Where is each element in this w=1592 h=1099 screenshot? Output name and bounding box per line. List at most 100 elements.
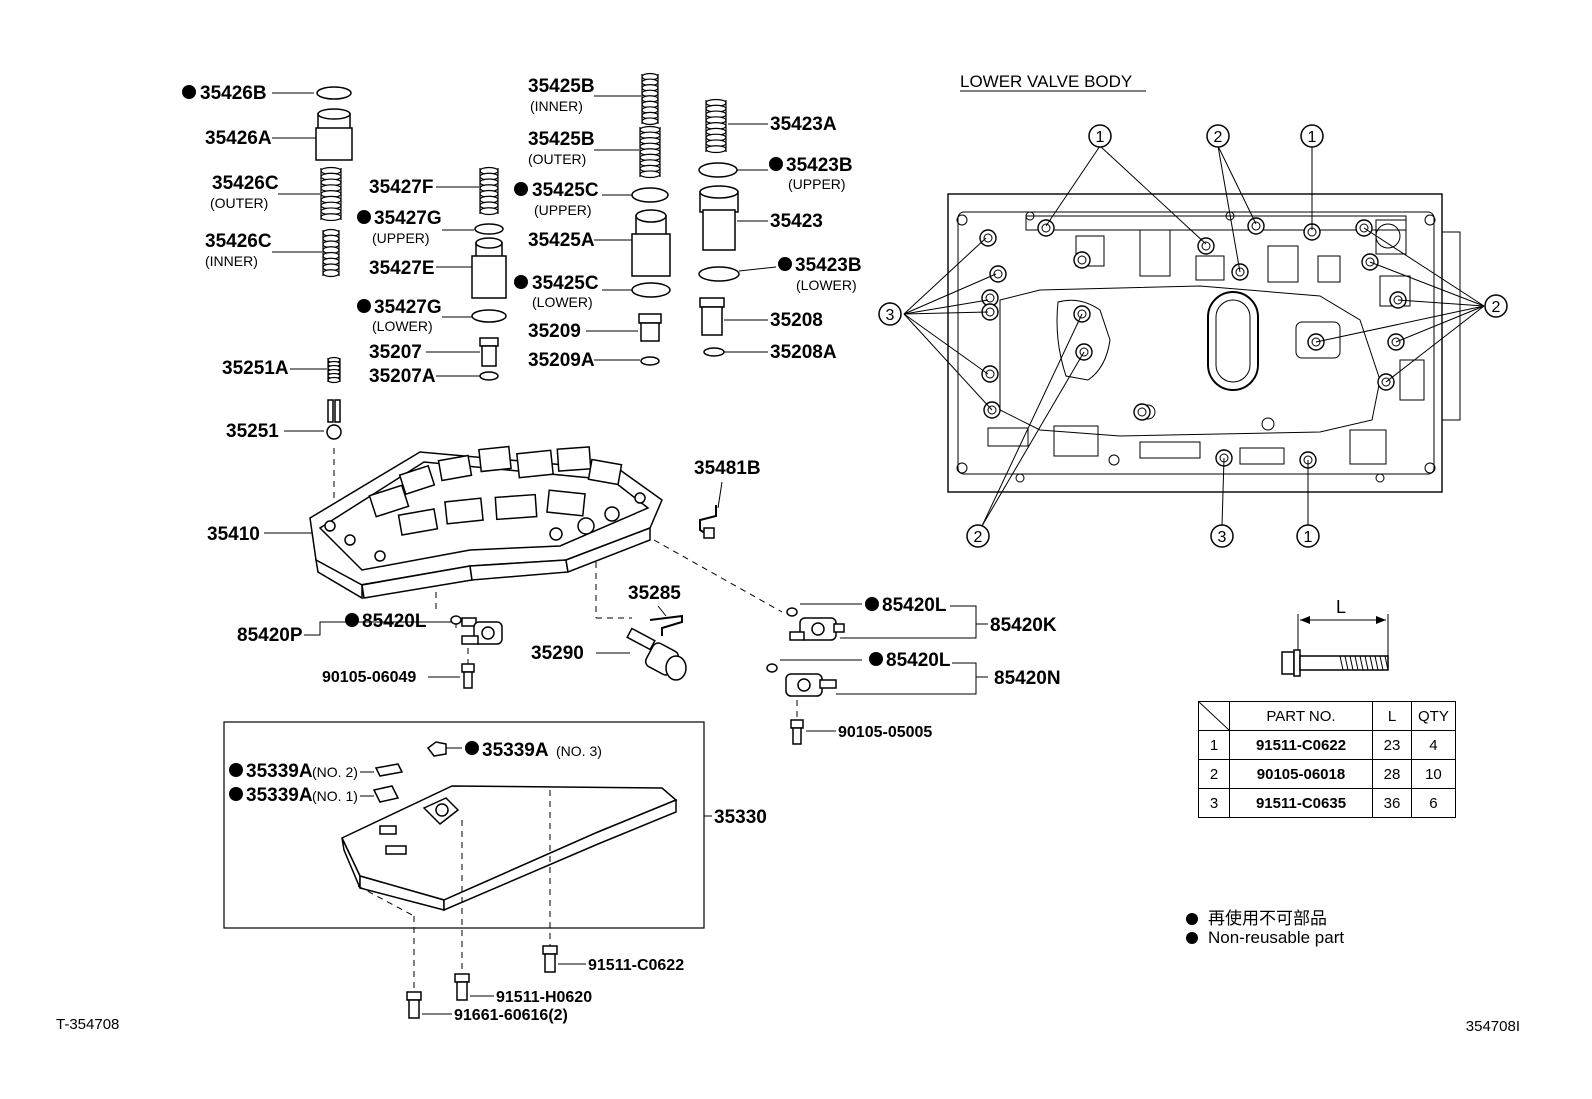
label-35423[interactable]: 35423 [770, 211, 823, 232]
solenoid-35290[interactable] [626, 627, 687, 681]
label-35330[interactable]: 35330 [714, 807, 767, 828]
o-ring-85420L-a[interactable] [450, 615, 462, 625]
solenoid-85420N[interactable] [785, 673, 837, 697]
lvb-bolt[interactable] [989, 265, 1007, 283]
spring-35426C-inner[interactable] [322, 228, 340, 278]
lvb-bolt[interactable] [979, 229, 997, 247]
sleeve-35425A[interactable] [631, 209, 671, 277]
spring-35425B-inner[interactable] [641, 72, 659, 126]
plug-35209[interactable] [638, 313, 662, 342]
label-91661-60616[interactable]: 91661-60616(2) [454, 1007, 568, 1024]
o-ring-35207A[interactable] [479, 371, 499, 381]
label-35209[interactable]: 35209 [528, 321, 581, 342]
o-ring-35208A[interactable] [703, 347, 725, 357]
clip-35285[interactable] [649, 614, 683, 636]
spring-35423A[interactable] [705, 98, 727, 154]
oil-strainer-35330[interactable] [341, 785, 678, 912]
label-85420P[interactable]: 85420P [237, 625, 303, 646]
callout-1-bottom[interactable]: 1 [1296, 524, 1320, 548]
label-35290[interactable]: 35290 [531, 643, 584, 664]
bolt-91511-C0622[interactable] [542, 945, 558, 973]
o-ring-35425C-lower[interactable] [631, 282, 671, 298]
o-ring-85420L-c[interactable] [766, 663, 778, 673]
label-35427F[interactable]: 35427F [369, 177, 433, 198]
bolt-90105-06049[interactable] [461, 663, 475, 689]
label-85420L-c[interactable]: 85420L [886, 650, 951, 671]
table-row[interactable]: 3 91511-C0635 36 6 [1198, 788, 1456, 818]
pin-35251[interactable] [326, 399, 342, 440]
bolt-91661-60616[interactable] [406, 991, 422, 1019]
spring-35427F[interactable] [479, 166, 499, 216]
label-35426B[interactable]: 35426B [200, 83, 267, 104]
solenoid-85420P[interactable] [461, 617, 503, 645]
label-35208[interactable]: 35208 [770, 310, 823, 331]
o-ring-35427G-lower[interactable] [471, 309, 507, 323]
bracket-35481B[interactable] [699, 505, 717, 539]
label-35427G-upper[interactable]: 35427G [374, 208, 442, 229]
label-35423B-upper[interactable]: 35423B [786, 155, 853, 176]
table-row[interactable]: 1 91511-C0622 23 4 [1198, 730, 1456, 760]
label-35427G-lower[interactable]: 35427G [374, 297, 442, 318]
callout-2-top[interactable]: 2 [1206, 124, 1230, 148]
label-35339A-no1[interactable]: 35339A [246, 785, 313, 806]
lvb-bolt[interactable] [1247, 217, 1265, 235]
o-ring-35423B-lower[interactable] [698, 266, 740, 282]
label-35423B-lower[interactable]: 35423B [795, 255, 862, 276]
label-35427E[interactable]: 35427E [369, 258, 435, 279]
sleeve-35423[interactable] [699, 185, 739, 251]
plug-35207[interactable] [479, 337, 499, 367]
label-85420K[interactable]: 85420K [990, 615, 1057, 636]
label-35339A-no3[interactable]: 35339A [482, 740, 549, 761]
o-ring-85420L-b[interactable] [786, 607, 798, 617]
lvb-bolt[interactable] [981, 303, 999, 321]
gasket-35339A-no1[interactable] [372, 785, 400, 803]
label-35426C-inner[interactable]: 35426C [205, 231, 272, 252]
label-35425A[interactable]: 35425A [528, 230, 595, 251]
label-35285[interactable]: 35285 [628, 583, 681, 604]
spring-35251A[interactable] [327, 356, 341, 384]
callout-2-right[interactable]: 2 [1484, 294, 1508, 318]
valve-body-35410[interactable] [309, 445, 663, 600]
o-ring-35423B-upper[interactable] [698, 162, 738, 178]
label-35425B-inner[interactable]: 35425B [528, 76, 595, 97]
label-90105-05005[interactable]: 90105-05005 [838, 724, 932, 741]
o-ring-35427G-upper[interactable] [474, 223, 504, 235]
label-35481B[interactable]: 35481B [694, 458, 761, 479]
label-91511-H0620[interactable]: 91511-H0620 [496, 989, 592, 1006]
label-35410[interactable]: 35410 [207, 524, 260, 545]
lvb-bolt[interactable] [1197, 237, 1215, 255]
label-85420L-a[interactable]: 85420L [362, 611, 427, 632]
label-35209A[interactable]: 35209A [528, 350, 595, 371]
callout-1-top-left[interactable]: 1 [1088, 124, 1112, 148]
lvb-bolt[interactable] [981, 365, 999, 383]
sleeve-35427E[interactable] [471, 237, 507, 299]
lvb-bolt[interactable] [1303, 223, 1321, 241]
spring-35426C-outer[interactable] [320, 166, 342, 222]
label-35425C-lower[interactable]: 35425C [532, 273, 599, 294]
solenoid-85420K[interactable] [789, 617, 845, 641]
label-35207A[interactable]: 35207A [369, 366, 436, 387]
label-35251A[interactable]: 35251A [222, 358, 289, 379]
lvb-bolt[interactable] [1133, 403, 1151, 421]
label-35423A[interactable]: 35423A [770, 114, 837, 135]
bolt-90105-05005[interactable] [790, 719, 804, 745]
label-91511-C0622[interactable]: 91511-C0622 [588, 957, 684, 974]
lvb-bolt[interactable] [1073, 251, 1091, 269]
label-90105-06049[interactable]: 90105-06049 [322, 669, 416, 686]
o-ring-35209A[interactable] [640, 356, 660, 366]
label-35208A[interactable]: 35208A [770, 342, 837, 363]
label-35425B-outer[interactable]: 35425B [528, 129, 595, 150]
sleeve-35426A[interactable] [315, 108, 353, 161]
o-ring-35426B[interactable] [316, 86, 352, 100]
plug-35208[interactable] [699, 297, 725, 336]
callout-2-bottom[interactable]: 2 [966, 524, 990, 548]
lvb-bolt[interactable] [1037, 219, 1055, 237]
o-ring-35425C-upper[interactable] [631, 187, 669, 203]
bolt-91511-H0620[interactable] [454, 973, 470, 1001]
label-35339A-no2[interactable]: 35339A [246, 761, 313, 782]
label-85420N[interactable]: 85420N [994, 668, 1061, 689]
lower-valve-body-plate[interactable] [947, 193, 1461, 493]
label-35251[interactable]: 35251 [226, 421, 279, 442]
table-row[interactable]: 2 90105-06018 28 10 [1198, 759, 1456, 789]
callout-3-left[interactable]: 3 [878, 302, 902, 326]
